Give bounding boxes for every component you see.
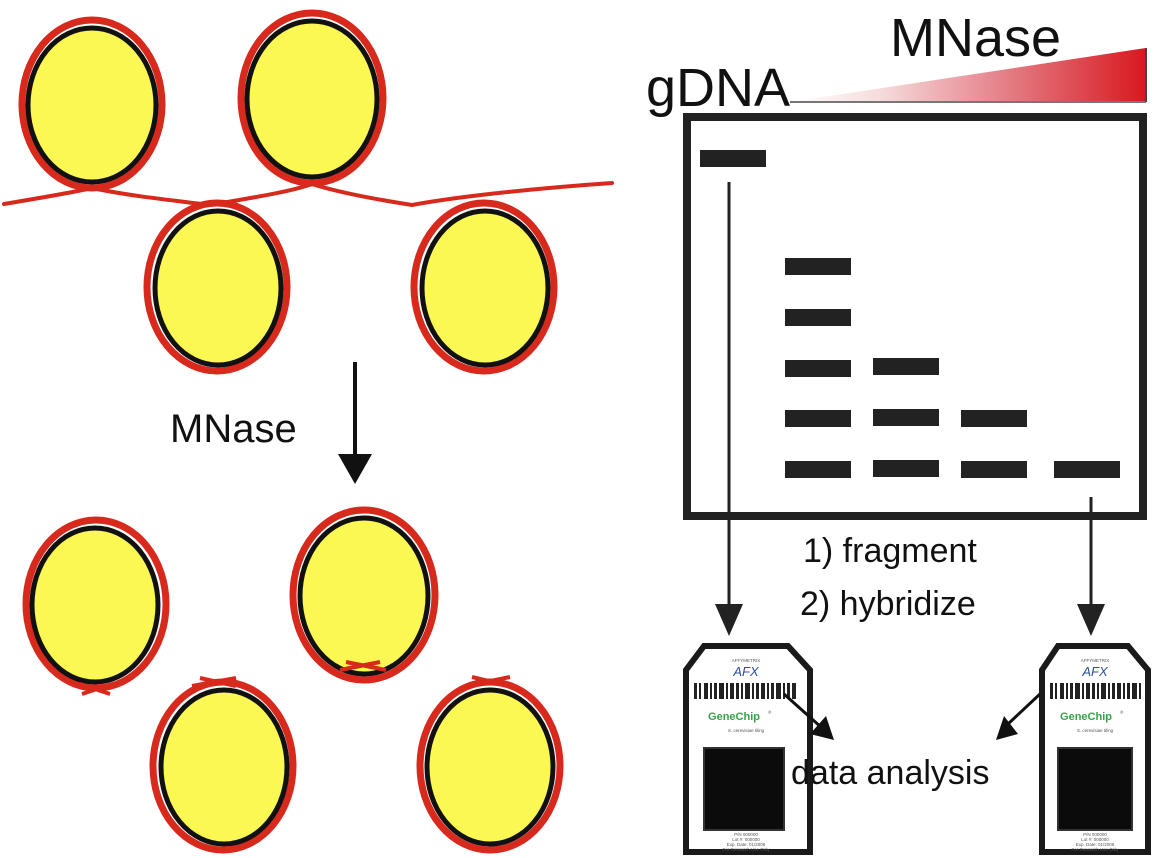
nucleosome xyxy=(289,506,439,684)
nucleosome xyxy=(22,516,170,696)
chip-subtitle: S. cerevisiae tiling xyxy=(1077,728,1114,733)
nucleosome xyxy=(410,199,558,375)
nucleosome xyxy=(149,676,297,854)
gel-bands xyxy=(700,150,1120,478)
gel-band xyxy=(961,461,1027,478)
arrow-icon xyxy=(996,716,1018,740)
arrow-down-icon xyxy=(1077,604,1105,636)
arrow-down-icon xyxy=(715,604,743,636)
nucleosome xyxy=(18,16,166,192)
gel-band xyxy=(1054,461,1120,478)
chip-to-analysis-arrow-right xyxy=(996,692,1042,740)
gel-frame xyxy=(683,113,1147,520)
arrow-icon xyxy=(810,716,834,740)
gdna-label: gDNA xyxy=(646,58,790,118)
chip-footer-line: Exp. Date: 01/2006 xyxy=(727,842,766,847)
nucleosome xyxy=(416,675,564,854)
genechip-array-mononucleosome: AFFYMETRIX AFX GeneChip ® S. cerevisiae … xyxy=(1039,643,1151,855)
gel-band xyxy=(785,461,851,478)
chip-subtitle: S. cerevisiae tiling xyxy=(728,728,765,733)
chip-to-analysis-arrow-left xyxy=(782,692,834,740)
digestion-arrow xyxy=(338,362,372,484)
nucleosome xyxy=(143,199,291,375)
affymetrix-logo-icon: AFX xyxy=(1081,664,1109,679)
gel-band xyxy=(873,409,939,426)
step-fragment-label: 1) fragment xyxy=(803,532,977,570)
gel-band xyxy=(785,258,851,275)
chip-footer-line: For Research Use Only xyxy=(1071,847,1119,852)
gel-band xyxy=(785,309,851,326)
svg-text:AFFYMETRIX: AFFYMETRIX xyxy=(732,658,761,663)
chip-footer-line: P/N 000000 xyxy=(734,832,758,837)
mnase-gradient-label: MNase xyxy=(890,8,1061,68)
microarray-square xyxy=(703,747,785,831)
chromatin-top xyxy=(2,9,614,375)
microarray-square xyxy=(1057,747,1133,831)
mnase-arrow-label: MNase xyxy=(170,407,297,451)
nucleosome xyxy=(237,9,387,187)
chip-footer-line: For Research Use Only xyxy=(722,847,770,852)
arrow-down-icon xyxy=(338,454,372,484)
svg-text:AFFYMETRIX: AFFYMETRIX xyxy=(1081,658,1110,663)
gdna-to-chip-arrow xyxy=(715,182,743,636)
mononucleosomes-bottom xyxy=(22,506,564,854)
chip-footer-line: Exp. Date: 01/2006 xyxy=(1076,842,1115,847)
data-analysis-label: data analysis xyxy=(791,754,989,792)
mono-to-chip-arrow xyxy=(1077,497,1105,636)
gel-band xyxy=(873,358,939,375)
gel-band xyxy=(873,460,939,477)
chip-footer-line: Lot #: 000000 xyxy=(732,837,760,842)
registered-mark: ® xyxy=(768,709,772,715)
affymetrix-logo-icon: AFX xyxy=(732,664,760,679)
genechip-array-gdna: AFFYMETRIX AFX GeneChip ® S. cerevisiae … xyxy=(683,643,813,855)
gel-band xyxy=(785,360,851,377)
step-hybridize-label: 2) hybridize xyxy=(800,585,976,623)
gel-band xyxy=(961,410,1027,427)
chip-footer-line: P/N 000000 xyxy=(1083,832,1107,837)
barcode-icon xyxy=(694,682,798,700)
registered-mark: ® xyxy=(1120,709,1124,715)
genechip-brand-label: GeneChip xyxy=(1060,711,1112,723)
chip-footer-line: Lot #: 000000 xyxy=(1081,837,1109,842)
gel-band xyxy=(785,410,851,427)
barcode-icon xyxy=(1050,683,1141,699)
mnase-concentration-gradient xyxy=(790,48,1146,102)
genechip-brand-label: GeneChip xyxy=(708,711,760,723)
gel-band xyxy=(700,150,766,167)
